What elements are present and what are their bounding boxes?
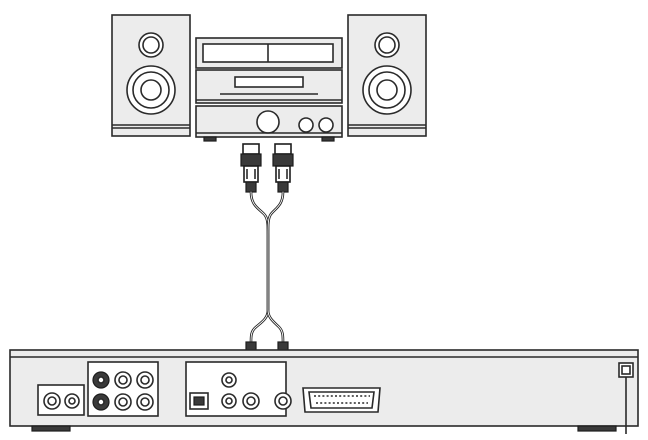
stereo-middle-unit (195, 69, 343, 104)
power-connector (618, 362, 634, 434)
left-speaker (111, 14, 191, 137)
top-left-plug (240, 143, 262, 193)
audio-output-jacks (185, 361, 292, 417)
svideo-jack-group (37, 384, 85, 416)
right-tweeter (374, 32, 400, 58)
scart-connector (302, 387, 381, 413)
component-jacks (87, 361, 159, 417)
stereo-amplifier-unit (195, 105, 343, 138)
player-rear-panel (9, 349, 639, 434)
left-tweeter (138, 32, 164, 58)
top-right-plug (272, 143, 294, 193)
stereo-system (195, 37, 343, 142)
left-woofer (126, 65, 176, 115)
right-speaker (347, 14, 427, 137)
stereo-top-unit (195, 37, 343, 69)
right-woofer (362, 65, 412, 115)
